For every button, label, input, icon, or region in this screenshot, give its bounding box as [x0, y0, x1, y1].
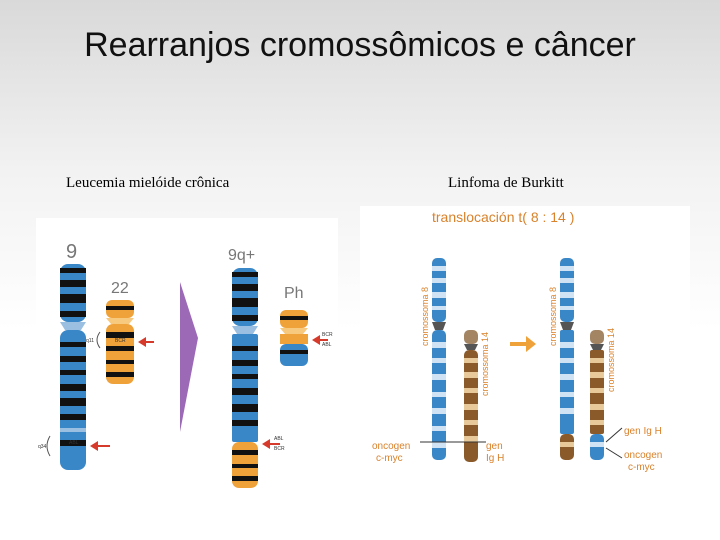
chromosome-14-original	[464, 330, 478, 462]
bcr-label-22: BCR	[115, 338, 126, 344]
gen-igh-label: gen Ig H	[624, 426, 662, 437]
translocation-arrow	[180, 282, 198, 432]
chromosome-9q-plus	[232, 268, 258, 488]
chromosome-22	[106, 300, 134, 384]
chromosome-8-derivative	[560, 258, 574, 460]
chr22-label: 22	[111, 280, 129, 297]
chr14-label-right: cromossoma 14	[606, 328, 616, 392]
cml-diagram-panel: 9 q34 ABL 22 q11 BCR 9q+	[36, 218, 338, 498]
bcr-arrow-22	[138, 337, 146, 347]
q11-label: q11	[86, 338, 94, 344]
chr8-label-right: cromossoma 8	[548, 287, 558, 346]
translocation-heading: translocación t( 8 : 14 )	[432, 209, 574, 225]
fusion-arrow-9q	[262, 439, 270, 449]
bcr-label-9q: BCR	[274, 446, 285, 452]
gen-label-1: gen	[486, 441, 503, 452]
chromosome-9	[60, 264, 86, 470]
chromosome-14-derivative	[590, 330, 604, 460]
abl-label-9: ABL	[69, 440, 79, 446]
abl-arrow-9	[90, 441, 98, 451]
oncogen-label-left-1: oncogen	[372, 441, 410, 452]
burkitt-diagram: translocación t( 8 : 14 ) cromossoma 8 c…	[372, 209, 662, 473]
bcr-label-ph: BCR	[322, 332, 333, 338]
philadelphia-chromosome	[280, 310, 308, 366]
burkitt-diagram-panel: translocación t( 8 : 14 ) cromossoma 8 c…	[360, 206, 690, 496]
q34-label: q34	[38, 444, 47, 450]
ph-label: Ph	[284, 285, 304, 302]
chr14-label-left: cromossoma 14	[480, 332, 490, 396]
oncogen-label-right-1: oncogen	[624, 450, 662, 461]
abl-label-ph: ABL	[322, 342, 332, 348]
chr9-label: 9	[66, 241, 77, 263]
page-title: Rearranjos cromossômicos e câncer	[84, 26, 636, 64]
cml-diagram: 9 q34 ABL 22 q11 BCR 9q+	[38, 241, 333, 488]
abl-label-9q: ABL	[274, 436, 284, 442]
chr9q-label: 9q+	[228, 247, 255, 264]
chromosome-8-original	[432, 258, 446, 460]
left-caption: Leucemia mielóide crônica	[66, 175, 230, 191]
chr8-label-left: cromossoma 8	[420, 287, 430, 346]
gen-label-2: Ig H	[486, 453, 504, 464]
fusion-arrow-ph	[312, 335, 320, 345]
oncogen-label-right-2: c-myc	[628, 462, 655, 473]
right-caption: Linfoma de Burkitt	[448, 175, 564, 191]
oncogen-label-left-2: c-myc	[376, 453, 403, 464]
translocation-arrow-right	[510, 336, 536, 352]
